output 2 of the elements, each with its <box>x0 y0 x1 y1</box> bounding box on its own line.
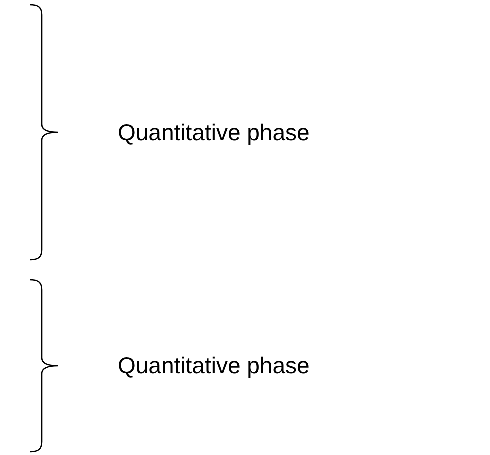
phase-label: Quantitative phase <box>118 352 310 380</box>
phase-label: Quantitative phase <box>118 119 310 146</box>
